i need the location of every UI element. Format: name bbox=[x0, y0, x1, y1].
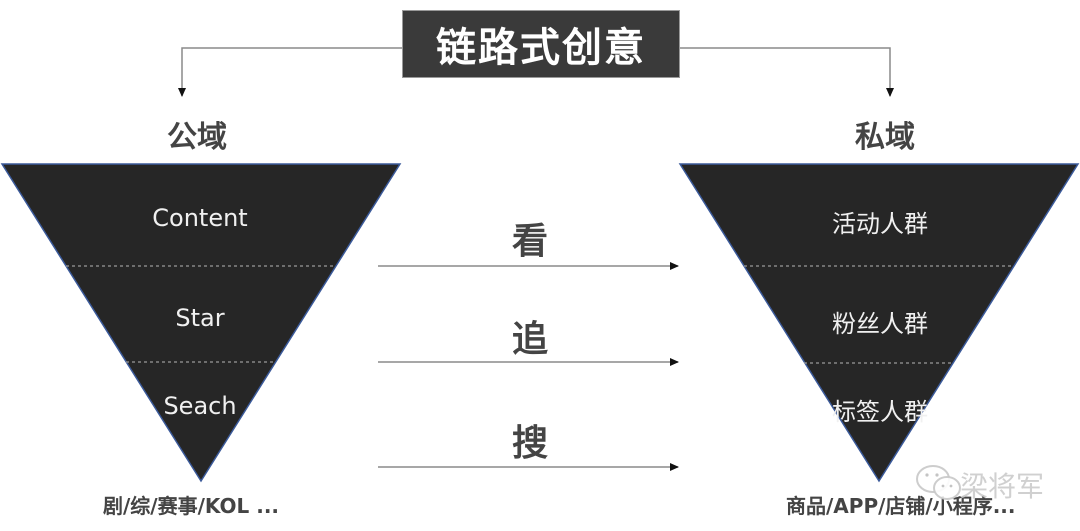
wechat-icon bbox=[915, 462, 963, 502]
watch-label: 看 bbox=[511, 221, 548, 262]
watermark-text: 梁将军 bbox=[960, 470, 1045, 503]
private-layer-fan-audience: 粉丝人群 bbox=[832, 310, 928, 338]
search-label: 搜 bbox=[511, 423, 548, 464]
private-layer-activity-audience: 活动人群 bbox=[832, 210, 928, 238]
public-layer-search: Seach bbox=[163, 392, 237, 420]
follow-label: 追 bbox=[511, 319, 548, 360]
public-layer-star: Star bbox=[175, 304, 225, 332]
diagram-title: 链路式创意 bbox=[402, 10, 680, 78]
public-domain-heading: 公域 bbox=[167, 120, 227, 155]
public-domain-funnel bbox=[0, 163, 402, 483]
title-to-public-connector bbox=[178, 47, 402, 97]
private-layer-tag-audience: 标签人群 bbox=[832, 398, 928, 426]
private-domain-funnel bbox=[678, 163, 1080, 483]
private-domain-heading: 私域 bbox=[855, 120, 915, 155]
public-domain-footer: 剧/综/赛事/KOL ... bbox=[103, 494, 280, 518]
public-layer-content: Content bbox=[152, 204, 248, 232]
title-to-private-connector bbox=[678, 47, 894, 97]
private-domain-footer: 商品/APP/店铺/小程序... bbox=[786, 494, 1016, 518]
